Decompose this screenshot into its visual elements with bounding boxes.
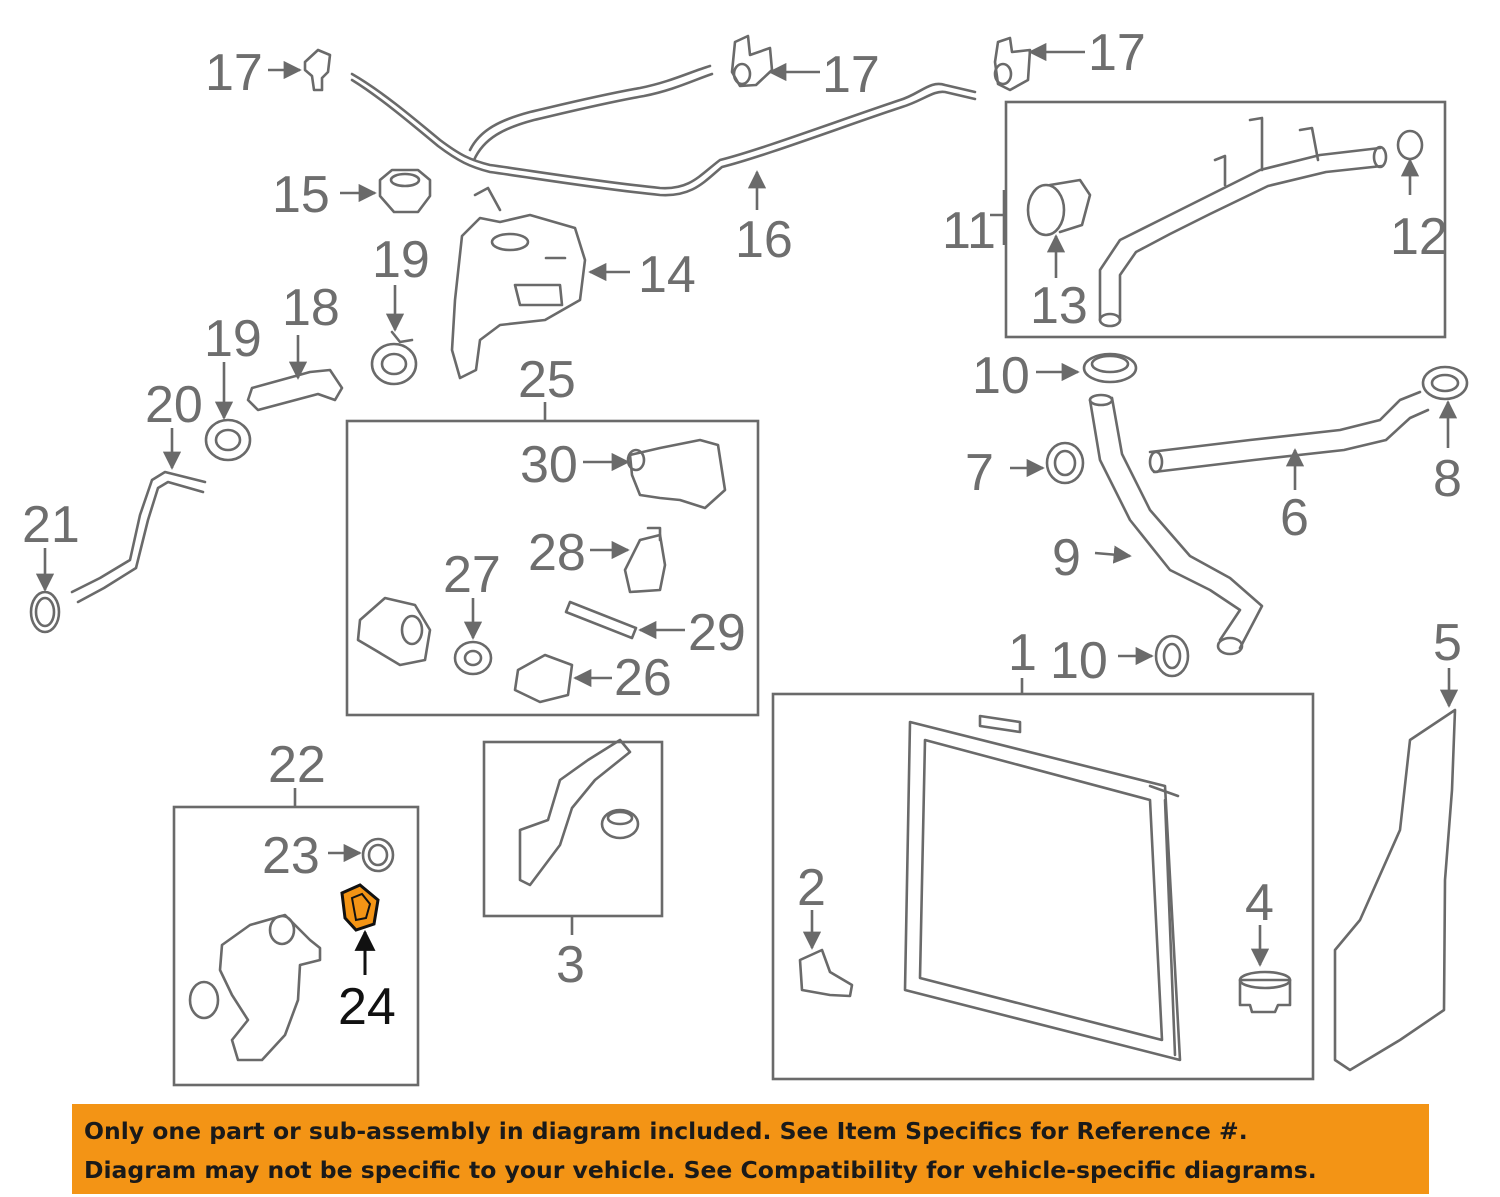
- callout-20: 20: [145, 376, 203, 434]
- part-14-reservoir: [450, 186, 587, 380]
- callout-21: 21: [22, 496, 80, 554]
- callout-12: 12: [1390, 208, 1448, 266]
- callout-28: 28: [528, 524, 586, 582]
- group-box-11: [1004, 100, 1447, 339]
- callout-30: 30: [520, 436, 578, 494]
- callout-6: 6: [1280, 489, 1309, 547]
- callout-2: 2: [797, 859, 826, 917]
- callout-17-mid: 17: [822, 46, 880, 104]
- part-23-oring: [361, 837, 395, 873]
- part-15-cap: [378, 168, 432, 214]
- part-21-oring: [29, 590, 61, 634]
- callout-26: 26: [614, 649, 672, 707]
- part-18-hose: [246, 368, 344, 412]
- part-8-clamp: [1421, 365, 1469, 401]
- callout-24: 24: [338, 978, 396, 1036]
- callout-4: 4: [1245, 874, 1274, 932]
- callout-15: 15: [272, 166, 330, 224]
- callout-25: 25: [518, 351, 576, 409]
- part-27-seal: [453, 640, 493, 676]
- part-3-bracket: [518, 738, 640, 887]
- part-29-strip: [564, 600, 638, 640]
- part-19-clamp-lower: [204, 418, 252, 462]
- part-16-hose: [350, 64, 977, 197]
- part-4-mount: [1238, 970, 1292, 1014]
- disclaimer-banner: Only one part or sub-assembly in diagram…: [72, 1104, 1429, 1194]
- part-9-hose: [1088, 393, 1264, 656]
- callout-19-upper: 19: [372, 231, 430, 289]
- part-30-housing: [626, 438, 727, 510]
- part-1-radiator: [903, 714, 1182, 1062]
- disclaimer-line-1: Only one part or sub-assembly in diagram…: [84, 1117, 1248, 1145]
- part-24-gasket-highlighted: [340, 883, 380, 932]
- callout-13: 13: [1030, 277, 1088, 335]
- callout-16: 16: [735, 211, 793, 269]
- part-19-clamp-upper: [370, 330, 418, 386]
- callout-17-left: 17: [205, 44, 263, 102]
- callout-17-right: 17: [1088, 24, 1146, 82]
- part-17-clip-left: [303, 48, 332, 92]
- part-11-pipe: [1098, 116, 1388, 328]
- callout-5: 5: [1433, 614, 1462, 672]
- callout-7: 7: [965, 444, 994, 502]
- part-5-deflector: [1333, 708, 1457, 1072]
- part-13-cap: [1026, 178, 1092, 237]
- callout-22: 22: [268, 736, 326, 794]
- callout-10-lower: 10: [1050, 632, 1108, 690]
- part-12-oring: [1396, 129, 1424, 161]
- callout-3: 3: [556, 936, 585, 994]
- part-20-pipe: [70, 470, 207, 604]
- callout-1: 1: [1008, 624, 1037, 682]
- part-22-housing: [188, 913, 322, 1062]
- callout-14: 14: [638, 246, 696, 304]
- part-6-hose: [1148, 390, 1430, 474]
- callout-27: 27: [443, 546, 501, 604]
- leader-lines: [35, 42, 1459, 975]
- part-10-clamp-upper: [1082, 352, 1138, 384]
- part-17-clip-right: [993, 36, 1032, 92]
- callout-10-upper: 10: [972, 347, 1030, 405]
- group-box-25: [345, 419, 760, 717]
- group-box-1: [771, 692, 1315, 1081]
- part-17-clip-mid: [730, 34, 774, 88]
- callout-9: 9: [1052, 529, 1081, 587]
- part-10-clamp-lower: [1154, 634, 1190, 678]
- callout-19-lower: 19: [204, 310, 262, 368]
- part-2-bracket: [798, 948, 854, 998]
- callout-29: 29: [688, 604, 746, 662]
- callout-18: 18: [282, 279, 340, 337]
- part-7-clamp: [1045, 441, 1085, 485]
- disclaimer-line-2: Diagram may not be specific to your vehi…: [84, 1156, 1317, 1184]
- part-25-housing: [356, 596, 432, 667]
- part-26-gasket: [513, 653, 574, 704]
- callout-11: 11: [942, 202, 996, 260]
- callout-8: 8: [1433, 450, 1462, 508]
- part-28-sensor: [623, 526, 667, 594]
- callout-23: 23: [262, 827, 320, 885]
